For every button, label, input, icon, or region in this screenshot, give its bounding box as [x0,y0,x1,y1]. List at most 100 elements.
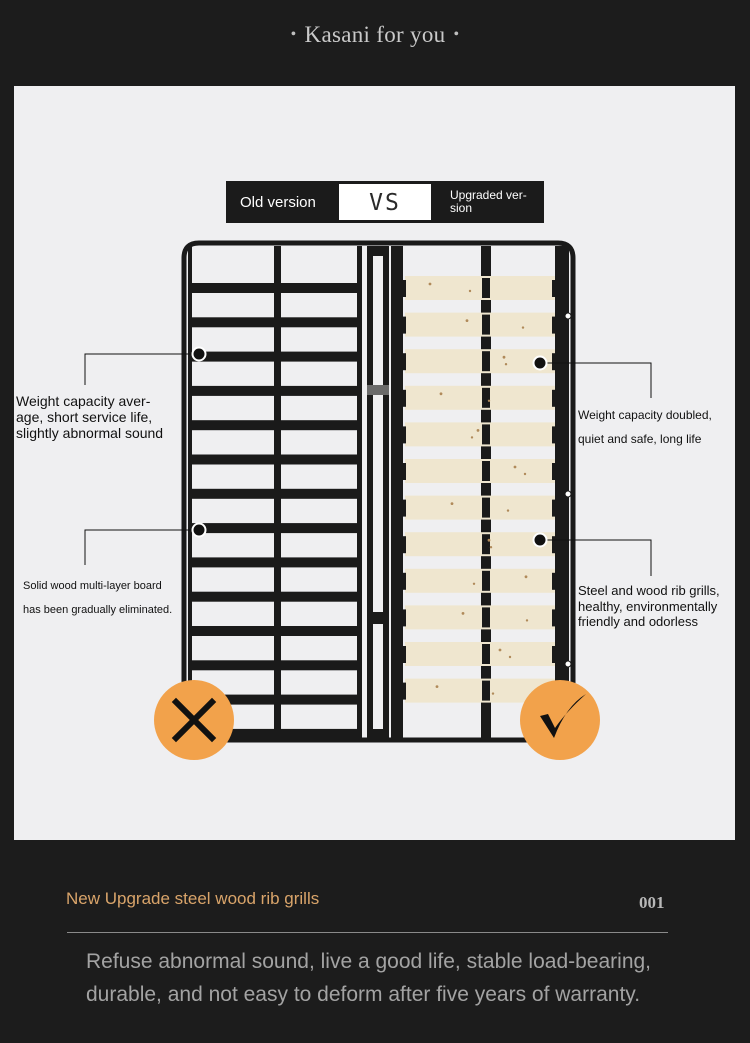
wood-knot [513,465,517,469]
old-steel-slat [188,283,362,293]
wood-slat [405,495,555,520]
old-steel-slat [188,626,362,636]
center-cap [367,729,389,740]
wood-knot [476,429,480,432]
comparison-header: Old version VS Upgraded ver- sion [226,181,544,223]
slat-clip [552,280,564,297]
wood-knot [525,619,529,622]
slat-clip [394,536,406,554]
old-steel-slat [188,351,362,362]
wood-knot [428,282,432,286]
bullet-dot-left: • [290,26,297,43]
old-steel-slat [188,591,362,602]
callout-line: Solid wood multi-layer board [23,580,162,592]
slat-clip [482,314,490,335]
section-description: Refuse abnormal sound, live a good life,… [86,950,652,1006]
slat-clip [482,644,490,664]
callout-line: quiet and safe, long life [578,432,702,446]
callout-line: Weight capacity doubled, [578,408,712,422]
callout-leader [84,353,199,385]
frame-hole [564,660,572,668]
slat-clip [552,572,564,590]
upgraded-version-label: Upgraded ver- sion [450,189,540,215]
wood-knot [461,612,465,615]
slat-clip [394,426,406,444]
callout-line: healthy, environmentally [578,598,718,614]
slat-clip [482,680,490,701]
callout-line: age, short service life, [16,409,153,425]
slat-clip [394,572,406,590]
upgraded-version-line1: Upgraded ver- [450,188,527,202]
frame-hole [564,490,572,498]
center-joint [367,612,389,624]
slat-clip [482,570,490,591]
callout-dot [191,522,207,538]
slat-clip [482,607,490,628]
old-steel-slat [188,385,362,396]
slat-clip [552,499,564,517]
slat-clip [482,497,490,518]
callout-dot [532,532,548,548]
slat-clip [482,424,490,445]
old-steel-slat [188,488,362,499]
wood-knot [487,538,491,542]
callout-line: Steel and wood rib grills, [578,583,720,598]
slat-clip [394,353,406,371]
callout-line: friendly and odorless [578,614,698,629]
wood-slat [405,459,555,483]
wood-slat [405,385,555,410]
old-version-label: Old version [240,194,316,211]
section-title: New Upgrade steel wood rib grills [66,889,320,908]
bullet-dot-right: • [453,26,460,43]
slat-clip [552,609,564,627]
old-steel-slat [188,694,362,705]
wood-knot [468,289,472,293]
slat-clip [394,280,406,297]
wood-knot [506,509,510,512]
old-steel-slat [188,660,362,671]
wood-slat [405,422,555,447]
wood-knot [498,648,502,652]
brand-header: • Kasani for you • [0,22,750,48]
wood-knot [523,472,527,476]
slat-clip [552,389,564,407]
callout-dot [191,346,207,362]
frame-hole [564,312,572,320]
cross-icon-mark [171,697,217,743]
slat-clip [552,463,564,480]
callout-dot [532,355,548,371]
old-steel-slat [188,557,362,568]
center-bracket [367,385,389,395]
slat-clip [394,316,406,334]
center-rail [383,246,389,740]
wood-knot [508,655,512,659]
section-number: 001 [639,893,665,912]
wood-knot [489,546,493,549]
old-callout-bottom: Solid wood multi-layer board has been gr… [23,574,172,622]
wood-knot [521,326,525,329]
slat-clip [482,387,490,408]
callout-leader [540,539,652,576]
brand-name: Kasani for you [304,22,446,47]
wood-knot [472,582,476,585]
callout-leader [84,529,199,565]
old-steel-slat [188,728,362,739]
wood-slat [405,349,555,374]
wood-knot [524,575,528,579]
slat-clip [482,534,490,555]
callout-line: has been gradually eliminated. [23,604,173,616]
slat-clip [394,609,406,627]
check-icon [520,680,600,760]
slat-clip [552,316,564,334]
wood-slat [405,642,555,666]
slat-clip [552,646,564,663]
callout-line: slightly abnormal sound [16,425,164,441]
new-callout-bottom: Steel and wood rib grills, healthy, envi… [578,583,720,630]
slat-clip [394,499,406,517]
wood-slat [405,532,555,557]
callout-leader [540,362,652,398]
wood-knot [450,502,454,505]
divider [67,932,668,933]
old-steel-slat [188,454,362,465]
